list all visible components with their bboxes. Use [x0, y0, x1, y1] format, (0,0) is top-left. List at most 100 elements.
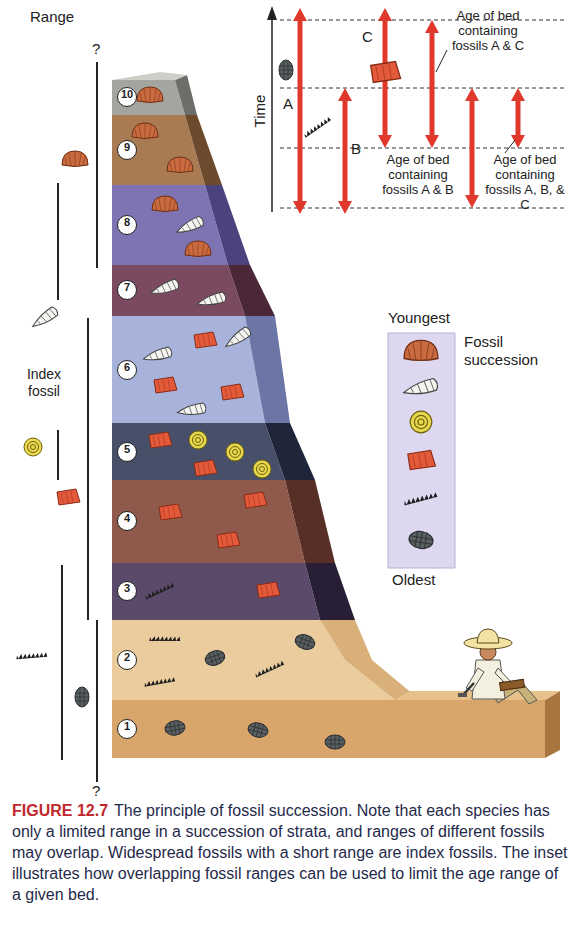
bed-age-arrow: [516, 98, 521, 138]
arrow-head: [338, 201, 352, 214]
range-fossil: [57, 489, 80, 505]
geologist-hat: [477, 629, 499, 643]
stratum-layer-face: [228, 265, 275, 316]
arrow-head: [425, 20, 439, 33]
range-fossil: [75, 687, 89, 707]
inset-fossil: [371, 62, 401, 83]
stratum-layer-face: [112, 80, 185, 115]
arrow-head: [293, 201, 307, 214]
axis-label: Time: [251, 91, 269, 131]
panel-text: Fossil succession: [464, 333, 564, 369]
range-bar: [61, 565, 63, 760]
leader-line: [505, 140, 515, 153]
inset-fossil: [279, 60, 293, 80]
range-fossil: [30, 306, 60, 331]
figure-caption: FIGURE 12.7The principle of fossil succe…: [12, 800, 568, 905]
range-fossil: [16, 648, 48, 665]
stratum-layer: 10: [112, 70, 202, 116]
stratum-layer-face: [305, 563, 355, 620]
stratum-layer: 3: [112, 563, 357, 620]
stratum-layer-face: [112, 480, 305, 563]
range-fossil: [24, 438, 42, 456]
stratum-layer-face: [395, 691, 560, 700]
layer-number: 2: [117, 650, 137, 670]
arrow-head: [511, 88, 525, 101]
fossil-letter: A: [283, 95, 293, 113]
layer-number: 10: [117, 87, 137, 107]
stratum-layer: 1: [112, 690, 562, 760]
time-axis: [271, 16, 273, 212]
panel-text: Youngest: [388, 309, 450, 327]
stratum-layer-shape: [112, 563, 357, 620]
stratum-layer-face: [112, 423, 285, 480]
range-bar: [96, 620, 98, 782]
stratum-layer-face: [320, 620, 420, 700]
arrow-head: [378, 8, 392, 21]
stratum-layer-face: [185, 115, 222, 185]
arrow-head: [293, 8, 307, 21]
stratum-layer: 6: [112, 316, 292, 423]
leader-line: [436, 50, 447, 72]
bed-age-note: Age of bed containing fossils A, B, & C: [480, 152, 570, 212]
stratum-layer-face: [265, 423, 315, 480]
stratum-layer-shape: [112, 620, 422, 700]
stratum-layer: 8: [112, 185, 252, 265]
stratum-layer-face: [285, 480, 335, 563]
geologist-head: [480, 644, 496, 660]
stratum-layer-shape: [112, 316, 292, 423]
arrow-head: [511, 135, 525, 148]
stratum-layer-face: [112, 72, 187, 80]
range-fossil: [62, 151, 88, 167]
layer-number: 3: [117, 581, 137, 601]
range-heading: Range: [30, 8, 74, 26]
arrow-head: [378, 135, 392, 148]
arrow-head: [465, 88, 479, 101]
stratum-layer-face: [112, 700, 545, 758]
stratum-layer: 2: [112, 620, 422, 700]
succession-panel: YoungestFossil successionOldest: [380, 305, 575, 595]
geologist-arm: [495, 668, 512, 686]
stratum-layer: 4: [112, 480, 337, 563]
layer-number: 8: [117, 215, 137, 235]
arrow-head: [425, 135, 439, 148]
fossil-letter: C: [362, 28, 373, 46]
bed-age-arrow: [430, 30, 435, 138]
stratum-layer-face: [205, 185, 250, 265]
range-bar: [87, 318, 89, 620]
range-bar: [57, 430, 59, 480]
stratum-layer-face: [175, 75, 197, 115]
arrow-head: [465, 195, 479, 208]
stratum-layer-shape: [112, 480, 337, 563]
bed-age-arrow: [470, 98, 475, 198]
layer-number: 7: [117, 280, 137, 300]
stratum-layer-shape: [112, 423, 317, 480]
stratum-layer: 5: [112, 423, 317, 480]
layer-number: 4: [117, 511, 137, 531]
stratum-layer-face: [545, 691, 560, 758]
geologist-hat: [464, 637, 512, 649]
stratum-layer-face: [112, 563, 320, 620]
stratum-layer: 9: [112, 115, 227, 185]
bed-age-note: Age of bed containing fossils A & C: [442, 8, 534, 53]
layer-number: 6: [117, 360, 137, 380]
succession-panel-face: [388, 333, 455, 568]
time-divider: [280, 20, 565, 21]
range-bar: [57, 183, 59, 300]
time-divider: [280, 88, 565, 89]
open-range-mark: ?: [92, 40, 100, 58]
stratum-layer-shape: [112, 690, 562, 760]
open-range-mark: ?: [92, 782, 100, 800]
index-fossil-label: Index fossil: [14, 366, 74, 400]
geologist-arm: [466, 668, 484, 691]
range-arrow: [343, 98, 348, 204]
bed-age-note: Age of bed containing fossils A & B: [372, 152, 464, 197]
stratum-layer: 7: [112, 265, 277, 316]
range-arrow: [298, 18, 303, 204]
layer-number: 1: [117, 719, 137, 739]
time-divider: [280, 148, 565, 149]
stratum-layer-face: [112, 316, 265, 423]
arrow-head: [338, 88, 352, 101]
layer-number: 9: [117, 140, 137, 160]
time-axis-head: [267, 6, 277, 20]
